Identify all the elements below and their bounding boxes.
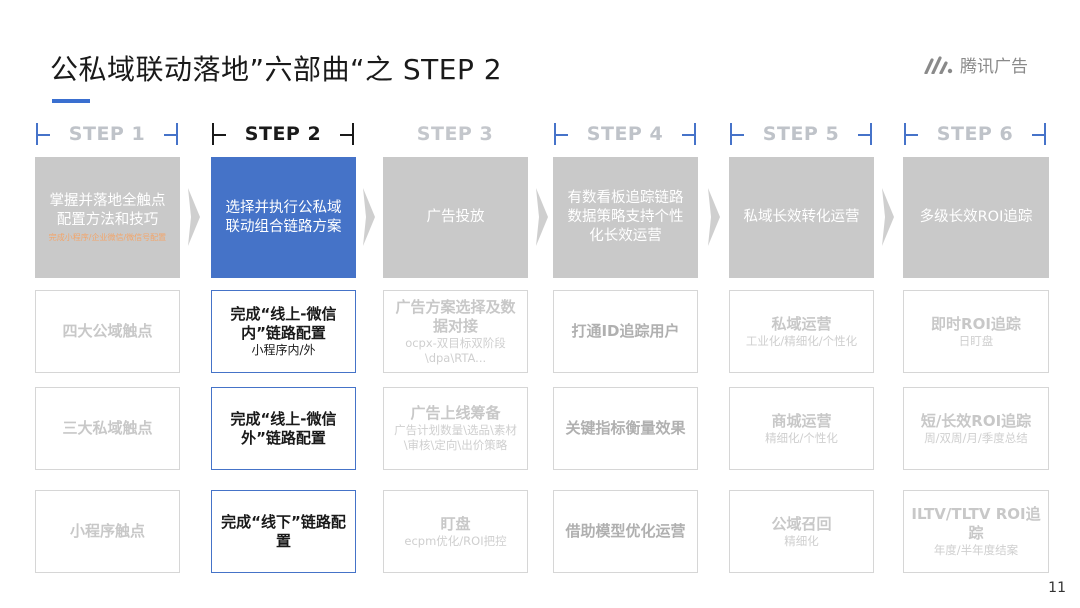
chevron-right-icon: [188, 188, 200, 246]
bracket-left: [730, 123, 744, 145]
step-3-row-1-cell: 广告方案选择及数据对接 ocpx-双目标双阶段\dpa\RTA...: [383, 290, 528, 373]
step-6-label: STEP 6: [936, 123, 1014, 145]
step-3-card: 广告投放: [383, 157, 528, 278]
step-4-title-line1: 有数看板追踪链路: [567, 190, 684, 206]
step-3-title: 广告投放: [426, 209, 485, 225]
bracket-left: [212, 123, 226, 145]
step-1-header: STEP 1: [36, 121, 178, 147]
step-1-row-3-cell: 小程序触点: [35, 490, 180, 573]
step-4-row-1-cell: 打通ID追踪用户: [553, 290, 698, 373]
cell-sub: 精细化: [784, 533, 819, 548]
step-1-row-1-cell: 四大公域触点: [35, 290, 180, 373]
cell-sub: 广告计划数量\选品\素材\审核\定向\出价策略: [394, 423, 517, 452]
cell-main: 借助模型优化运营: [565, 522, 686, 540]
step-6-row-2-cell: 短/长效ROI追踪 周/双周/月/季度总结: [903, 387, 1049, 470]
step-6-header: STEP 6: [904, 121, 1046, 147]
cell-main: 完成“线上-微信内”链路配置: [230, 305, 337, 342]
step-5-header: STEP 5: [730, 121, 872, 147]
step-6-row-1-cell: 即时ROI追踪 日盯盘: [903, 290, 1049, 373]
step-2-label: STEP 2: [244, 123, 322, 145]
chevron-right-icon: [882, 188, 894, 246]
step-4-row-2-cell: 关键指标衡量效果: [553, 387, 698, 470]
step-1-title-line2: 配置方法和技巧: [56, 212, 159, 228]
step-2-card: 选择并执行公私域 联动组合链路方案: [211, 157, 356, 278]
chevron-right-icon: [708, 188, 720, 246]
step-3-label: STEP 3: [416, 123, 494, 145]
step-2-header: STEP 2: [212, 121, 354, 147]
bracket-right: [163, 123, 178, 145]
cell-sub: 工业化/精细化/个性化: [745, 333, 858, 348]
step-5-row-2-cell: 商城运营 精细化/个性化: [729, 387, 874, 470]
tencent-ads-logo-icon: [924, 55, 953, 74]
step-1-row-2-cell: 三大私域触点: [35, 387, 180, 470]
brand-name: 腾讯广告: [960, 57, 1028, 77]
title-underline: [52, 99, 90, 103]
bracket-right: [857, 123, 872, 145]
step-2-row-1-cell: 完成“线上-微信内”链路配置 小程序内/外: [211, 290, 356, 373]
step-2-title-line1: 选择并执行公私域: [225, 199, 342, 216]
cell-main: 公域召回: [771, 514, 832, 533]
cell-main: 即时ROI追踪: [931, 314, 1021, 333]
step-4-row-3-cell: 借助模型优化运营: [553, 490, 698, 573]
step-4-label: STEP 4: [586, 123, 664, 145]
cell-main: 短/长效ROI追踪: [920, 411, 1032, 430]
step-3-row-2-cell: 广告上线筹备 广告计划数量\选品\素材\审核\定向\出价策略: [383, 387, 528, 470]
step-1-label: STEP 1: [68, 123, 146, 145]
cell-main: 完成“线上-微信外”链路配置: [230, 409, 337, 447]
step-1-title-line1: 掌握并落地全触点: [49, 193, 166, 209]
step-3-header: STEP 3: [384, 121, 526, 147]
step-2-title-line2: 联动组合链路方案: [225, 218, 342, 235]
cell-main: 关键指标衡量效果: [565, 419, 686, 437]
bracket-right: [681, 123, 696, 145]
cell-sub: 小程序内/外: [251, 343, 316, 357]
cell-main: 广告上线筹备: [410, 404, 501, 422]
step-6-row-3-cell: ILTV/TLTV ROI追踪 年度/半年度结案: [903, 490, 1049, 573]
step-5-label: STEP 5: [762, 123, 840, 145]
step-5-row-1-cell: 私域运营 工业化/精细化/个性化: [729, 290, 874, 373]
step-4-card: 有数看板追踪链路 数据策略支持个性 化长效运营: [553, 157, 698, 278]
bracket-left: [36, 123, 50, 145]
cell-sub: ecpm优化/ROI把控: [404, 533, 507, 548]
step-4-title-line3: 化长效运营: [589, 228, 662, 244]
step-2-row-2-cell: 完成“线上-微信外”链路配置: [211, 387, 356, 470]
cell-main: 四大公域触点: [62, 322, 153, 340]
step-6-card: 多级长效ROI追踪: [903, 157, 1049, 278]
bracket-right: [339, 123, 354, 145]
step-4-title-line2: 数据策略支持个性: [567, 209, 684, 225]
bracket-left: [554, 123, 568, 145]
cell-main: 盯盘: [440, 514, 471, 533]
cell-main: 完成“线下”链路配置: [221, 512, 346, 550]
brand-logo: 腾讯广告: [924, 52, 1028, 77]
step-1-card: 掌握并落地全触点 配置方法和技巧 完成小程序/企业微信/微信号配置: [35, 157, 180, 278]
chevron-right-icon: [363, 188, 375, 246]
cell-main: 三大私域触点: [62, 419, 153, 437]
cell-sub: 日盯盘: [958, 333, 994, 348]
step-4-header: STEP 4: [554, 121, 696, 147]
bracket-right: [1031, 123, 1046, 145]
cell-main: 广告方案选择及数据对接: [395, 297, 516, 335]
step-5-card: 私域长效转化运营: [729, 157, 874, 278]
cell-sub: 精细化/个性化: [765, 430, 838, 445]
cell-main: 商城运营: [771, 411, 832, 430]
cell-main: 私域运营: [771, 314, 832, 333]
page-title: 公私域联动落地”六部曲“之 STEP 2: [50, 53, 503, 86]
cell-main: 小程序触点: [69, 522, 145, 540]
step-1-subtitle: 完成小程序/企业微信/微信号配置: [48, 233, 167, 242]
page-number: 11: [1048, 580, 1066, 596]
step-5-title: 私域长效转化运营: [743, 209, 860, 225]
bracket-left: [904, 123, 918, 145]
step-5-row-3-cell: 公域召回 精细化: [729, 490, 874, 573]
cell-sub: ocpx-双目标双阶段\dpa\RTA...: [405, 335, 506, 365]
cell-sub: 周/双周/月/季度总结: [924, 430, 1028, 445]
cell-sub: 年度/半年度结案: [933, 543, 1019, 557]
cell-main: 打通ID追踪用户: [571, 322, 680, 340]
chevron-right-icon: [536, 188, 548, 246]
cell-main: ILTV/TLTV ROI追踪: [911, 505, 1041, 542]
step-6-title: 多级长效ROI追踪: [919, 209, 1033, 225]
step-2-row-3-cell: 完成“线下”链路配置: [211, 490, 356, 573]
step-3-row-3-cell: 盯盘 ecpm优化/ROI把控: [383, 490, 528, 573]
